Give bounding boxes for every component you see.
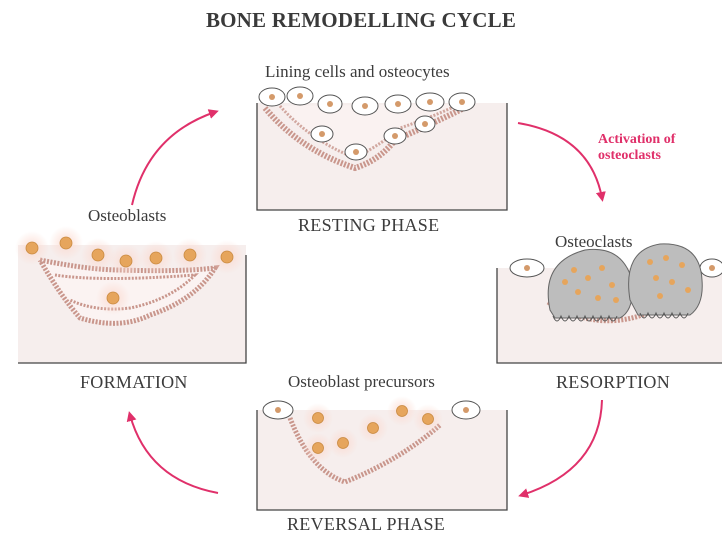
cycle-arrow-formation-to-resting [132, 112, 215, 205]
label-activation-line2: osteoclasts [598, 148, 661, 164]
label-resorption: RESORPTION [556, 372, 670, 393]
caption-lining-cells: Lining cells and osteocytes [265, 62, 450, 82]
cycle-arrow-resting-to-resorption [518, 123, 602, 198]
label-activation-line1: Activation of [598, 132, 675, 148]
label-formation: FORMATION [80, 372, 188, 393]
caption-osteoblast-precursors: Osteoblast precursors [288, 372, 435, 392]
label-reversal-phase: REVERSAL PHASE [287, 514, 445, 535]
formation-panel [15, 226, 246, 363]
caption-osteoclasts: Osteoclasts [555, 232, 632, 252]
resting-phase-panel [257, 87, 507, 210]
diagram-title: BONE REMODELLING CYCLE [0, 8, 722, 33]
cycle-arrow-reversal-to-formation [130, 415, 218, 493]
label-resting-phase: RESTING PHASE [298, 215, 439, 236]
reversal-phase-panel [257, 396, 507, 510]
caption-osteoblasts: Osteoblasts [88, 206, 166, 226]
resorption-panel [497, 244, 722, 363]
cycle-arrow-resorption-to-reversal [522, 400, 602, 495]
